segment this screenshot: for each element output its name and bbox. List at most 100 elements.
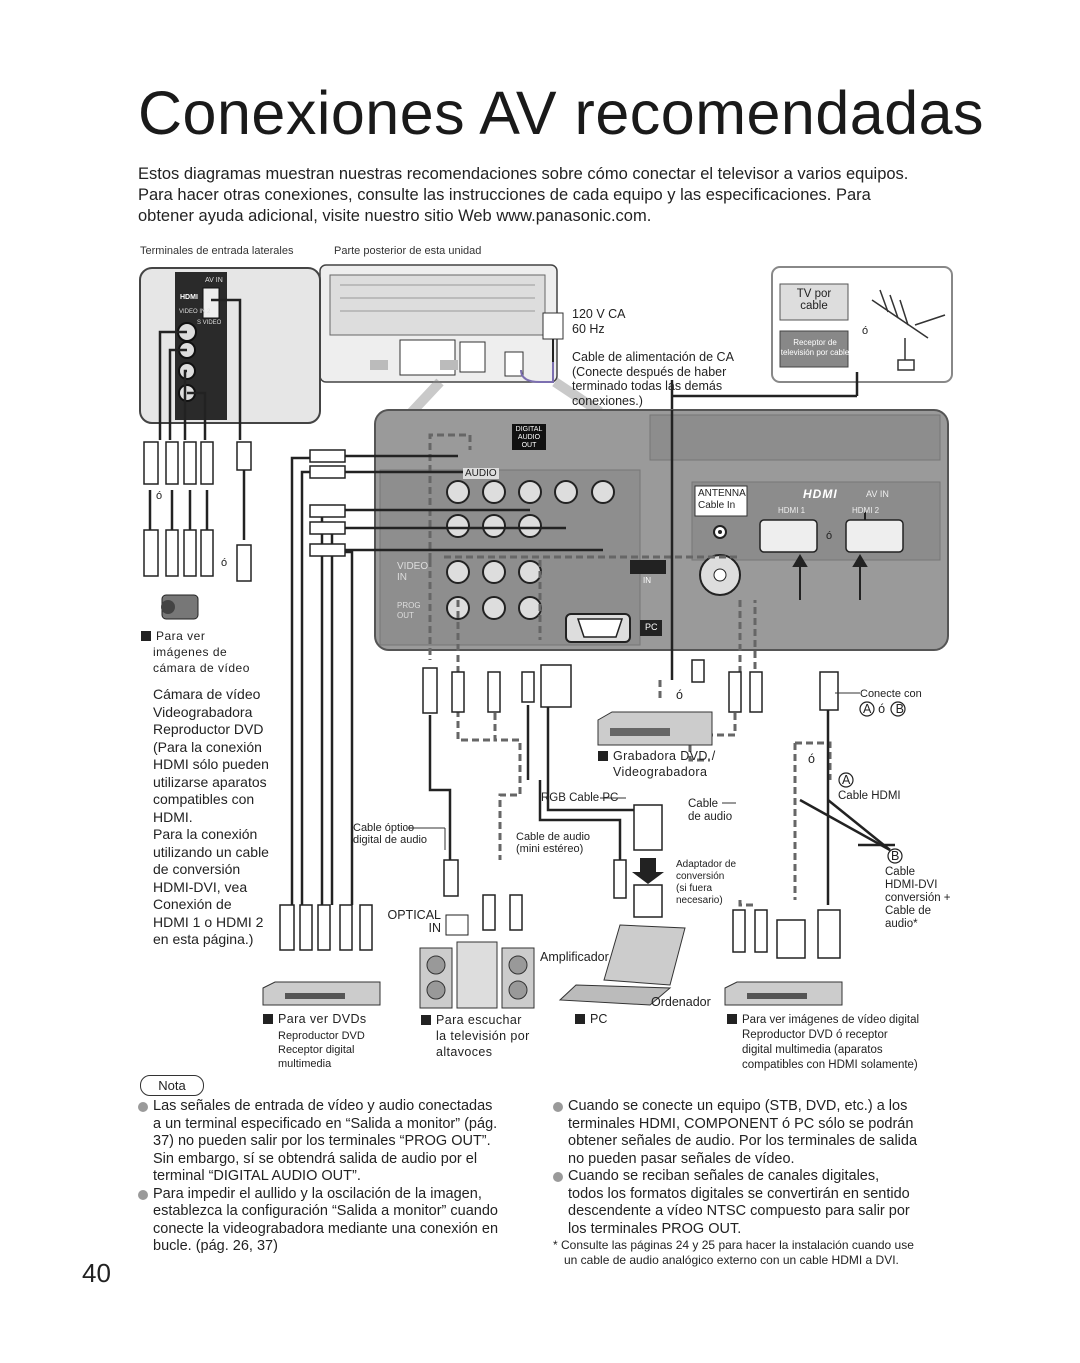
- device-list-line: HDMI sólo pueden: [153, 756, 269, 772]
- device-list-line: HDMI 1 o HDMI 2: [153, 913, 264, 930]
- letter-b-marker: B: [891, 849, 900, 863]
- tv-cable-line: cable: [800, 300, 828, 312]
- side-terminals-caption: Terminales de entrada laterales: [140, 245, 294, 257]
- tv-cable-label: TV por cable: [782, 288, 846, 312]
- video-in-line: IN: [397, 572, 407, 583]
- cable-receiver-line: televisión por cable: [780, 348, 850, 357]
- digital-section: Para ver imágenes de vídeo digital Repro…: [727, 1013, 919, 1073]
- tv-cable-line: TV por: [796, 288, 832, 300]
- hdmi-dvi-line: Cable: [885, 866, 916, 878]
- note-line: los terminales PROG OUT.: [568, 1220, 742, 1237]
- hdmi-logo: HDMI: [803, 487, 838, 501]
- intro-line: Estos diagramas muestran nuestras recome…: [138, 165, 909, 183]
- hdmi-dvi-line: Cable de: [885, 905, 932, 917]
- notes-left: Las señales de entrada de vídeo y audio …: [138, 1098, 498, 1256]
- camera-section-title: Para ver: [156, 629, 206, 643]
- device-list-line: HDMI.: [153, 808, 193, 825]
- dvd-section-line: multimedia: [278, 1058, 332, 1070]
- or-label-recorder: ó: [676, 688, 683, 702]
- cable-tv-box: [771, 266, 953, 383]
- speakers-section: Para escuchar la televisión por altavoce…: [421, 1012, 530, 1060]
- note-line: todos los formatos digitales se converti…: [568, 1185, 910, 1202]
- note-line: Cuando se conecte un equipo (STB, DVD, e…: [568, 1098, 908, 1114]
- pc-section-title: PC: [590, 1012, 608, 1026]
- note-line: Para impedir el aullido y la oscilación …: [153, 1185, 482, 1202]
- mini-audio-cable-line: Cable de audio: [516, 831, 591, 843]
- device-list-line: Videograbadora: [153, 703, 253, 720]
- side-label-av-in: AV IN: [205, 277, 223, 284]
- or-label-side: ó: [156, 490, 163, 502]
- hdmi1-label: HDMI 1: [778, 506, 806, 515]
- mini-audio-cable-label: Cable de audio (mini estéreo): [516, 831, 590, 855]
- note-line: Las señales de entrada de vídeo y audio …: [153, 1098, 493, 1114]
- dvd-recorder-device: [597, 711, 713, 746]
- section-marker: [575, 1014, 585, 1024]
- speakers-section-title: Para escuchar: [436, 1013, 522, 1027]
- power-outlet-icon: [520, 312, 564, 383]
- hdmi2-label: HDMI 2: [852, 506, 880, 515]
- power-spec: 120 V CA 60 Hz: [572, 307, 626, 337]
- optical-cable-line: Cable óptico: [353, 822, 415, 834]
- device-list-line: utilizando un cable: [153, 843, 269, 860]
- or-label: ó: [862, 325, 869, 337]
- adapter-line: necesario): [676, 895, 723, 906]
- rgb-cable-label: RGB Cable PC: [541, 792, 619, 804]
- note-line: descendente a vídeo NTSC compuesto para …: [568, 1203, 910, 1219]
- digital-section-title: Para ver imágenes de vídeo digital: [742, 1014, 920, 1026]
- av-in-label: AV IN: [866, 489, 889, 499]
- device-list-line: Para la conexión: [153, 826, 258, 842]
- hdmi-dvi-cable-label: Cable HDMI-DVI conversión + Cable de aud…: [885, 866, 951, 931]
- note-line: obtener señales de audio. Por los termin…: [568, 1133, 918, 1149]
- power-cable-label: Cable de alimentación de CA (Conecte des…: [572, 350, 734, 408]
- dvd-section-title: Para ver DVDs: [278, 1012, 367, 1026]
- prog-out-line: PROG: [397, 601, 421, 610]
- notes-right: Cuando se conecte un equipo (STB, DVD, e…: [553, 1098, 917, 1238]
- digital-audio-out-line: OUT: [521, 442, 537, 449]
- digital-section-line: compatibles con HDMI solamente): [742, 1059, 918, 1071]
- video-in-label: VIDEO IN: [397, 561, 428, 583]
- page-number: 40: [82, 1258, 111, 1288]
- note-item: Cuando se reciban señales de canales dig…: [553, 1168, 917, 1238]
- adapter-line: conversión: [676, 871, 725, 882]
- camera-section: Para ver imágenes de cámara de vídeo: [141, 628, 250, 676]
- laptop-device: [558, 924, 686, 1006]
- section-marker: [263, 1014, 273, 1024]
- power-frequency: 60 Hz: [572, 322, 605, 336]
- speakers-section-line: altavoces: [436, 1045, 493, 1059]
- camera-section-line: imágenes de: [153, 645, 228, 659]
- pc-port-label: PC: [645, 622, 658, 632]
- optical-cable-label: Cable óptico digital de audio: [353, 822, 427, 846]
- digital-audio-out-line: AUDIO: [517, 434, 541, 441]
- dvd-section: Para ver DVDs Reproductor DVD Receptor d…: [263, 1012, 367, 1071]
- section-marker: [141, 631, 151, 641]
- footnote: * Consulte las páginas 24 y 25 para hace…: [553, 1238, 914, 1268]
- rear-caption: Parte posterior de esta unidad: [334, 245, 482, 257]
- note-line: conecte la videograbadora mediante una c…: [153, 1220, 499, 1237]
- audio-cable-line: de audio: [688, 811, 733, 823]
- device-list-line: de conversión: [153, 861, 241, 877]
- side-label-s-video: S VIDEO: [197, 320, 222, 326]
- video-in-line: VIDEO: [397, 561, 429, 572]
- page-title: Conexiones AV recomendadas: [138, 79, 985, 147]
- power-voltage: 120 V CA: [572, 307, 626, 321]
- cable-receiver-line: Receptor de: [793, 338, 837, 347]
- digital-audio-out-line: DIGITAL: [515, 426, 543, 433]
- cable-plugs: [279, 449, 841, 959]
- hdmi-dvi-line: HDMI-DVI: [885, 879, 938, 891]
- antenna-line: ANTENNA: [698, 488, 746, 499]
- tv-rear-overview: [319, 264, 558, 383]
- intro-line: Para hacer otras conexiones, consulte la…: [138, 186, 871, 204]
- prog-out-label: PROG OUT: [397, 601, 421, 621]
- device-list-line: Conexión de: [153, 896, 232, 912]
- in-label: IN: [643, 576, 651, 585]
- amplifier-label: Amplificador: [540, 950, 609, 964]
- dvd-player-right: [724, 981, 843, 1006]
- section-marker: [727, 1014, 737, 1024]
- antenna-line: Cable In: [698, 500, 736, 511]
- section-marker: [421, 1015, 431, 1025]
- nota-badge: Nota: [140, 1075, 204, 1096]
- prog-out-line: OUT: [397, 611, 414, 620]
- section-marker: [598, 751, 608, 761]
- camcorder-icon: [161, 594, 199, 620]
